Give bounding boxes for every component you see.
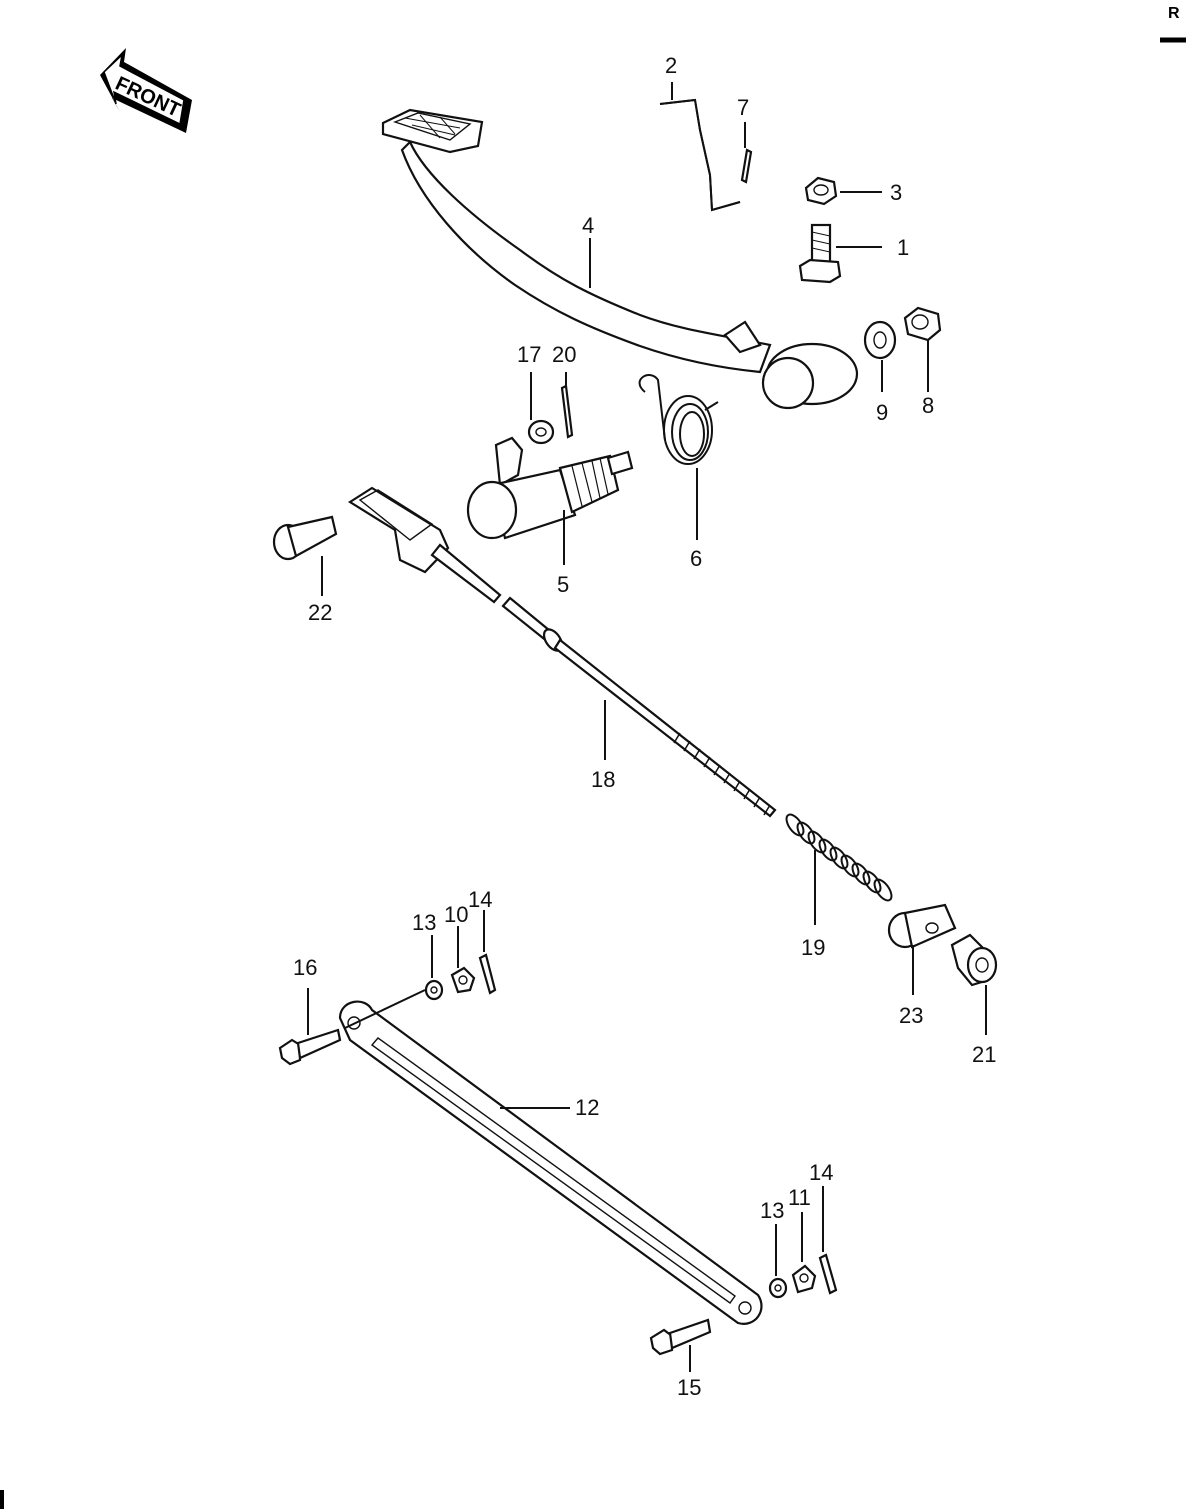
callout-17: 17 bbox=[517, 342, 541, 367]
callout-5: 5 bbox=[557, 572, 569, 597]
callout-11: 11 bbox=[788, 1185, 811, 1210]
brake-link-part-12 bbox=[338, 1000, 763, 1325]
nut-part-3 bbox=[804, 176, 882, 206]
callout-21: 21 bbox=[972, 1042, 996, 1067]
callout-labels: 1 2 3 4 5 6 7 8 9 10 11 12 13 13 14 14 1… bbox=[293, 53, 996, 1400]
corner-mark: R bbox=[1168, 5, 1180, 22]
callout-6: 6 bbox=[690, 546, 702, 571]
brake-rod-part-18 bbox=[347, 486, 777, 818]
return-spring-part-6 bbox=[638, 374, 719, 540]
cotter-pin-part-7 bbox=[740, 122, 753, 184]
bolt-part-16 bbox=[278, 988, 426, 1066]
callout-16: 16 bbox=[293, 955, 317, 980]
trunnion-part-23 bbox=[887, 903, 957, 995]
callout-18: 18 bbox=[591, 767, 615, 792]
brake-pedal bbox=[381, 108, 859, 410]
callout-7: 7 bbox=[737, 95, 749, 120]
hardware-upper bbox=[424, 910, 497, 1001]
washer-part-9 bbox=[863, 320, 897, 392]
callout-14a: 14 bbox=[468, 887, 492, 912]
callout-8: 8 bbox=[922, 393, 934, 418]
compression-spring-part-19 bbox=[785, 813, 893, 925]
callout-20: 20 bbox=[552, 342, 576, 367]
hardware-lower bbox=[768, 1186, 838, 1299]
callout-14b: 14 bbox=[809, 1160, 833, 1185]
rod-part-2 bbox=[659, 82, 741, 212]
bolt-part-1 bbox=[798, 223, 882, 284]
brake-shaft-part-5 bbox=[466, 436, 634, 565]
callout-23: 23 bbox=[899, 1003, 923, 1028]
cap-nut-part-8 bbox=[903, 306, 942, 392]
callout-3: 3 bbox=[890, 180, 902, 205]
callout-22: 22 bbox=[308, 600, 332, 625]
callout-4: 4 bbox=[582, 213, 594, 238]
callout-12: 12 bbox=[575, 1095, 599, 1120]
washer-part-17 bbox=[527, 372, 555, 445]
callout-1: 1 bbox=[897, 235, 909, 260]
callout-10: 10 bbox=[444, 902, 468, 927]
callout-2: 2 bbox=[665, 53, 677, 78]
front-arrow-icon: FRONT bbox=[100, 48, 192, 133]
clevis-pin-part-22 bbox=[272, 515, 338, 596]
callout-15: 15 bbox=[677, 1375, 701, 1400]
bolt-part-15 bbox=[649, 1318, 712, 1372]
cotter-pin-part-20 bbox=[560, 372, 574, 439]
callout-13b: 13 bbox=[760, 1198, 784, 1223]
callout-13a: 13 bbox=[412, 910, 436, 935]
callout-19: 19 bbox=[801, 935, 825, 960]
adjusting-nut-part-21 bbox=[950, 933, 998, 1035]
callout-9: 9 bbox=[876, 400, 888, 425]
